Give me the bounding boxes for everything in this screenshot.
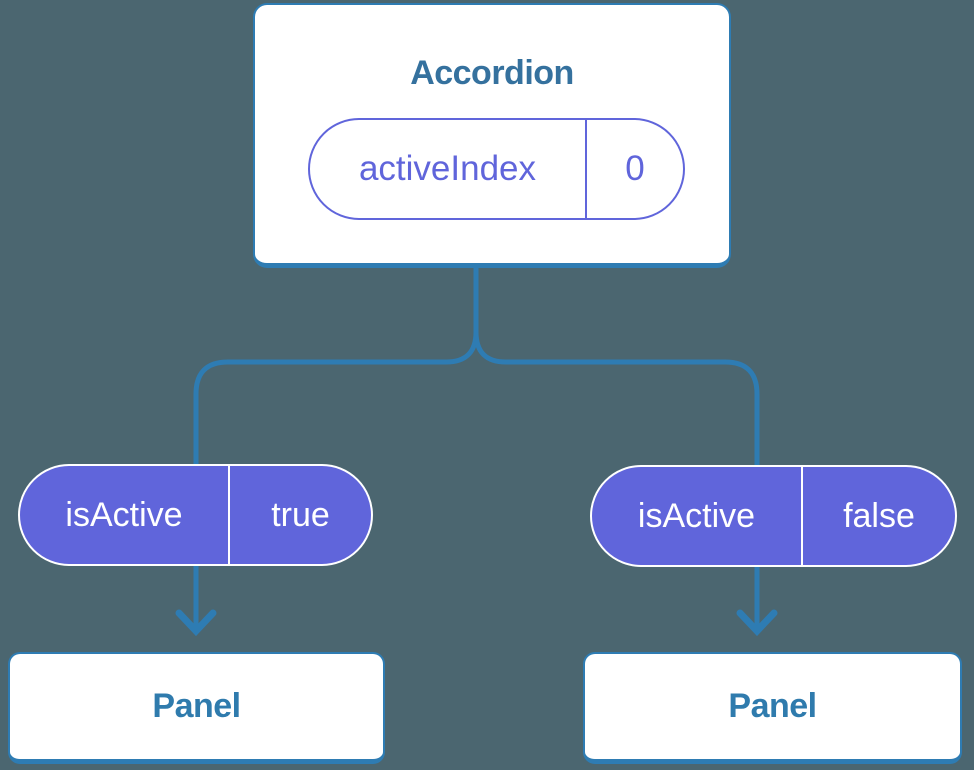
- prop-pill-isactive-left: isActive true: [18, 464, 373, 566]
- component-card-panel-left: Panel: [8, 652, 385, 764]
- prop-pill-name: isActive: [65, 495, 183, 534]
- prop-pill-isactive-right: isActive false: [590, 465, 957, 567]
- component-card-accordion: Accordion activeIndex 0: [253, 3, 731, 268]
- state-pill-activeindex: activeIndex 0: [308, 118, 685, 220]
- connector-branch-left: [193, 267, 479, 628]
- arrow-down-icon-left: [175, 609, 217, 637]
- prop-pill-value: false: [801, 467, 955, 565]
- state-pill-name: activeIndex: [358, 149, 537, 188]
- state-pill-value: 0: [585, 120, 683, 218]
- arrow-down-icon-right: [736, 609, 778, 637]
- component-title-panel: Panel: [728, 687, 817, 725]
- prop-pill-name: isActive: [637, 496, 756, 535]
- component-title-accordion: Accordion: [410, 54, 574, 92]
- prop-pill-value: true: [228, 466, 371, 564]
- component-title-panel: Panel: [152, 687, 241, 725]
- connector-branch-right: [473, 267, 760, 628]
- component-card-panel-right: Panel: [583, 652, 962, 764]
